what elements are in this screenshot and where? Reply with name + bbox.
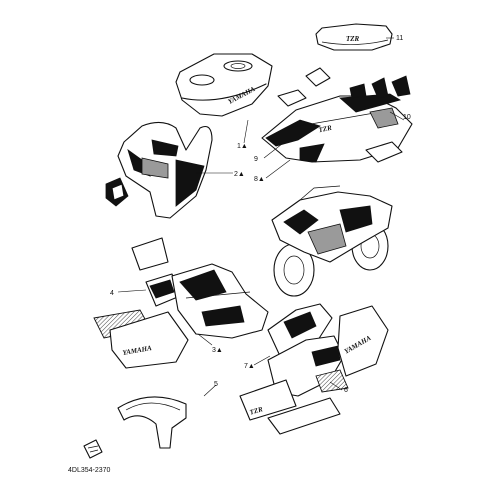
callout-7: 7▲ xyxy=(244,363,255,370)
callout-labels: 11 1▲ 2▲ 9 8▲ 10 4 3▲ 7▲ 5 6 xyxy=(110,35,411,394)
tzr-logo-decal: TZR xyxy=(249,405,264,416)
motorcycle-illustration xyxy=(271,185,393,297)
callout-2: 2▲ xyxy=(234,171,245,178)
callout-1: 1▲ xyxy=(237,143,248,150)
callout-6: 6 xyxy=(344,387,348,394)
fuel-tank-part: YAMAHA xyxy=(175,53,273,117)
tail-logo-decal: TZR xyxy=(318,124,333,135)
side-fairing-right-part: YAMAHA TZR xyxy=(239,303,389,435)
yamaha-logo-emblem xyxy=(83,439,103,459)
leader-lines xyxy=(117,37,405,397)
callout-11: 11 xyxy=(396,35,403,42)
front-fairing-decal-part xyxy=(105,121,213,219)
seat-cowl-text: TZR xyxy=(346,35,360,43)
tail-cowl-decal-part: TZR xyxy=(261,67,413,163)
seat-cowl-part: TZR xyxy=(315,23,393,51)
callout-5: 5 xyxy=(214,381,218,388)
callout-3: 3▲ xyxy=(212,347,223,354)
callout-4: 4 xyxy=(110,290,114,297)
callout-10: 10 xyxy=(403,114,411,121)
front-fender-part xyxy=(117,396,187,449)
callout-9: 9 xyxy=(254,156,258,163)
diagram-reference-code: 4DL354-2370 xyxy=(68,467,111,474)
side-fairing-left-part: YAMAHA xyxy=(93,237,269,369)
callout-8: 8▲ xyxy=(254,176,265,183)
